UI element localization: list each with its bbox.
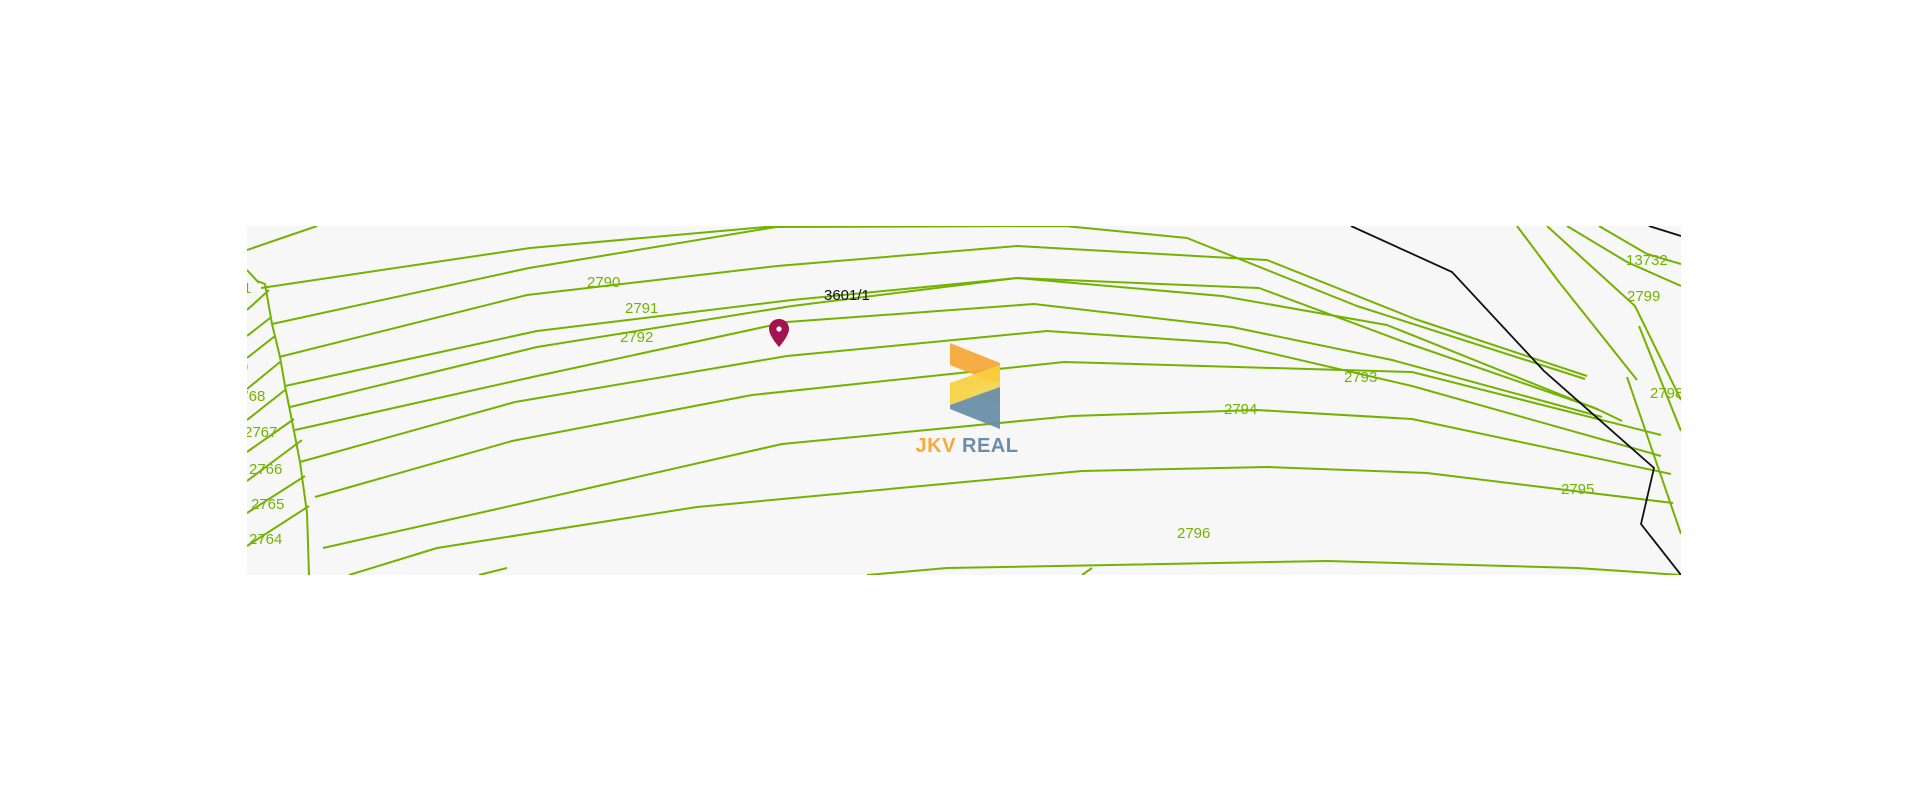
brand-logo: JKV REAL (902, 343, 1062, 463)
parcel-label-2767: 2767 (247, 424, 277, 441)
parcel-label-2792: 2792 (620, 329, 653, 346)
parcel-line (260, 226, 778, 289)
parcel-line (247, 289, 270, 311)
parcel-line (1516, 226, 1638, 381)
parcel-line (1626, 376, 1681, 535)
parcel-label-2795: 2795 (1561, 481, 1594, 498)
parcel-label-2799: 2799 (1627, 288, 1660, 305)
parcel-label-2769: 2769 (247, 359, 248, 376)
parcel-line (247, 505, 310, 547)
brand-mark-icon (950, 343, 1000, 429)
parcel-line (1081, 567, 1093, 575)
parcel-line (314, 361, 1662, 498)
parcel-line (278, 245, 1588, 377)
cadastre-label: 3601/1 (824, 287, 870, 304)
parcel-line (294, 303, 1603, 431)
parcel-line (478, 567, 508, 575)
parcel-label-2798: 2798 (1650, 385, 1681, 402)
map-pin-icon[interactable] (768, 318, 790, 348)
parcel-line (348, 466, 1674, 575)
parcel-label-2794: 2794 (1224, 401, 1257, 418)
parcel-label-2771: 2771 (247, 280, 251, 297)
parcel-line (247, 317, 271, 337)
parcel-label-2793: 2793 (1344, 369, 1377, 386)
parcel-label-2764: 2764 (249, 531, 282, 548)
parcel-line (1638, 325, 1681, 432)
parcel-lines (247, 226, 1681, 575)
brand-name-second: REAL (962, 435, 1019, 457)
parcel-label-2790: 2790 (587, 274, 620, 291)
parcel-line (247, 335, 276, 359)
parcel-line (299, 330, 1662, 463)
parcel-labels: 2790 2791 2792 2793 2794 2795 2796 2799 … (247, 252, 1681, 548)
parcel-line (247, 389, 286, 421)
cadastral-boundary (1350, 226, 1681, 575)
parcel-line (322, 409, 1672, 549)
parcel-label-2768: 2768 (247, 388, 265, 405)
parcel-line (1566, 226, 1681, 287)
parcel-line (866, 560, 1681, 575)
parcel-line (1546, 226, 1681, 401)
parcel-map-canvas: 2790 2791 2792 2793 2794 2795 2796 2799 … (247, 226, 1681, 575)
parcel-line (1598, 226, 1681, 265)
parcel-line (256, 280, 310, 575)
brand-name-first: JKV (915, 435, 956, 457)
parcel-line (1594, 407, 1623, 422)
parcel-line (247, 475, 306, 514)
cadastral-map[interactable]: 2790 2791 2792 2793 2794 2795 2796 2799 … (247, 226, 1681, 575)
parcel-label-2791: 2791 (625, 300, 658, 317)
parcel-line (247, 269, 260, 284)
parcel-line (247, 361, 281, 390)
parcel-label-2796: 2796 (1177, 525, 1210, 542)
parcel-line (271, 226, 1586, 380)
parcel-line (289, 277, 1600, 411)
parcel-line (247, 418, 295, 453)
parcel-line (247, 226, 318, 251)
parcel-label-2766: 2766 (249, 461, 282, 478)
brand-text: JKV REAL (902, 435, 1032, 458)
parcel-label-13732: 13732 (1626, 252, 1668, 269)
cadastral-boundary (1648, 226, 1681, 237)
parcel-label-2765: 2765 (251, 496, 284, 513)
parcel-line (247, 439, 303, 482)
